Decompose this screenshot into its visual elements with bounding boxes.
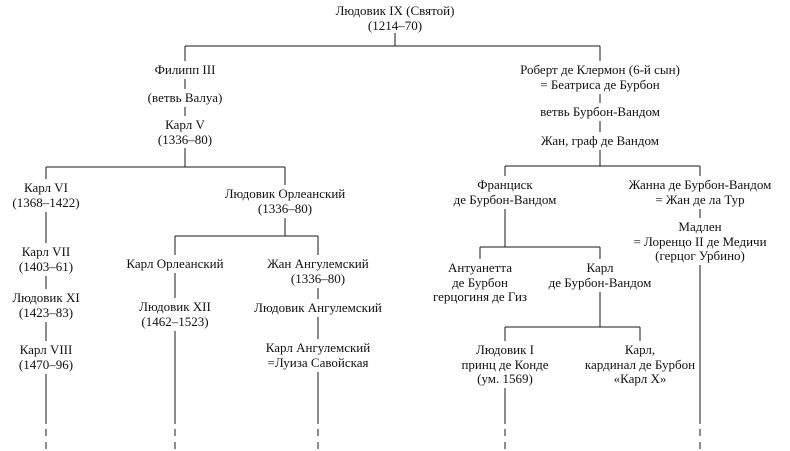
node-label-line: Карл VIII (19, 342, 73, 357)
node-label-line: Карл (586, 260, 614, 275)
node-francisk-burbon-vandom: Франциск де Бурбон-Вандом (453, 177, 557, 207)
node-zhanna-burbon-vandom: Жанна де Бурбон-Вандом = Жан де ла Тур (628, 177, 772, 207)
node-label-line: (1336–80) (257, 200, 313, 216)
node-ludovik-xii: Людовик XII (1462–1523) (139, 299, 211, 329)
node-label-line: Людовик XI (12, 290, 80, 305)
node-label-line: ветвь Бурбон-Вандом (540, 104, 660, 119)
node-label-line: Карл Орлеанский (126, 256, 224, 271)
node-karl-viii: Карл VIII (1470–96) (18, 342, 74, 372)
node-label-line: Карл V (165, 117, 205, 132)
node-label-line: =Луиза Савойская (267, 354, 369, 370)
node-label-line: Жан Ангулемский (267, 256, 369, 271)
node-label-line: (1368–1422) (12, 194, 80, 210)
node-zhan-graf-vandom: Жан, граф де Вандом (541, 133, 659, 149)
node-label-line: Мадлен (678, 219, 722, 234)
node-label-line: (1462–1523) (141, 313, 209, 329)
node-label-line: (1336–80) (157, 131, 213, 147)
node-label-line: (ум. 1569) (477, 371, 533, 386)
node-label-line: Людовик XII (139, 299, 211, 314)
node-label-line: де Бурбон (452, 274, 508, 290)
node-label-line: Жан, граф де Вандом (541, 133, 659, 148)
node-label-line: Карл VI (23, 180, 69, 195)
node-label-line: Филипп III (154, 62, 216, 77)
node-karl-burbon-vandom: Карл де Бурбон-Вандом (548, 260, 652, 290)
node-label-line: кардинал де Бурбон (584, 356, 696, 372)
node-label-line: (1470–96) (18, 356, 74, 372)
node-karl-vi: Карл VI (1368–1422) (12, 180, 80, 210)
node-label-line: Франциск (477, 177, 533, 192)
node-ludovik-angulemskiy: Людовик Ангулемский (254, 300, 382, 316)
node-ludovik-i-konde: Людовик I принц де Конде (ум. 1569) (461, 342, 549, 387)
node-karl-v: Карл V (1336–80) (157, 117, 213, 147)
node-label-line: (1336–80) (290, 270, 346, 286)
node-karl-angulemskiy: Карл Ангулемский =Луиза Савойская (265, 340, 371, 370)
node-label-line: Карл VII (21, 244, 71, 259)
node-label-line: Карл Ангулемский (265, 340, 371, 355)
node-label-line: Карл, (624, 342, 656, 357)
node-label-line: (1403–61) (18, 258, 74, 274)
node-antuanetta: Антуанетта де Бурбон герцогиня де Гиз (432, 260, 528, 305)
node-madlen: Мадлен = Лоренцо II де Медичи (герцог Ур… (633, 219, 767, 264)
node-label-line: де Бурбон-Вандом (453, 191, 557, 207)
node-ludovik-orleanskiy: Людовик Орлеанский (1336–80) (224, 186, 346, 216)
node-label-line: = Жан де ла Тур (655, 191, 745, 207)
node-karl-kardinal: Карл, кардинал де Бурбон «Карл X» (584, 342, 696, 387)
node-robert-klermon: Роберт де Клермон (6-й сын) = Беатриса д… (520, 62, 680, 92)
node-label-line: «Карл X» (613, 371, 667, 386)
node-ludovik-xi: Людовик XI (1423–83) (12, 290, 80, 320)
node-label-line: де Бурбон-Вандом (548, 274, 652, 290)
node-filipp-iii: Филипп III (154, 62, 216, 78)
node-label-line: Жанна де Бурбон-Вандом (628, 177, 772, 192)
node-label-line: (ветвь Валуа) (147, 90, 223, 105)
node-label-line: Антуанетта (448, 260, 512, 275)
node-label-line: Людовик Ангулемский (254, 300, 382, 315)
node-label-line: Людовик Орлеанский (224, 186, 346, 201)
node-karl-vii: Карл VII (1403–61) (18, 244, 74, 274)
node-label-line: (1423–83) (18, 304, 74, 320)
node-label-line: принц де Конде (461, 356, 549, 372)
node-label-line: = Беатриса де Бурбон (540, 76, 660, 92)
node-label-line: (герцог Урбино) (655, 248, 745, 263)
node-label-line: Людовик I (476, 342, 534, 357)
node-ludovik-ix: Людовик IX (Святой) (1214–70) (335, 3, 455, 33)
node-vetv-burbon-vandom: ветвь Бурбон-Вандом (540, 104, 660, 120)
node-zhan-angulemskiy: Жан Ангулемский (1336–80) (267, 256, 369, 286)
node-label-line: (1214–70) (367, 17, 423, 33)
node-label-line: Людовик IX (Святой) (335, 3, 455, 18)
node-vetv-valua: (ветвь Валуа) (147, 90, 223, 106)
node-label-line: Роберт де Клермон (6-й сын) (520, 62, 680, 77)
node-label-line: = Лоренцо II де Медичи (633, 233, 767, 249)
node-karl-orleanskiy: Карл Орлеанский (126, 256, 224, 272)
node-label-line: герцогиня де Гиз (432, 289, 528, 304)
